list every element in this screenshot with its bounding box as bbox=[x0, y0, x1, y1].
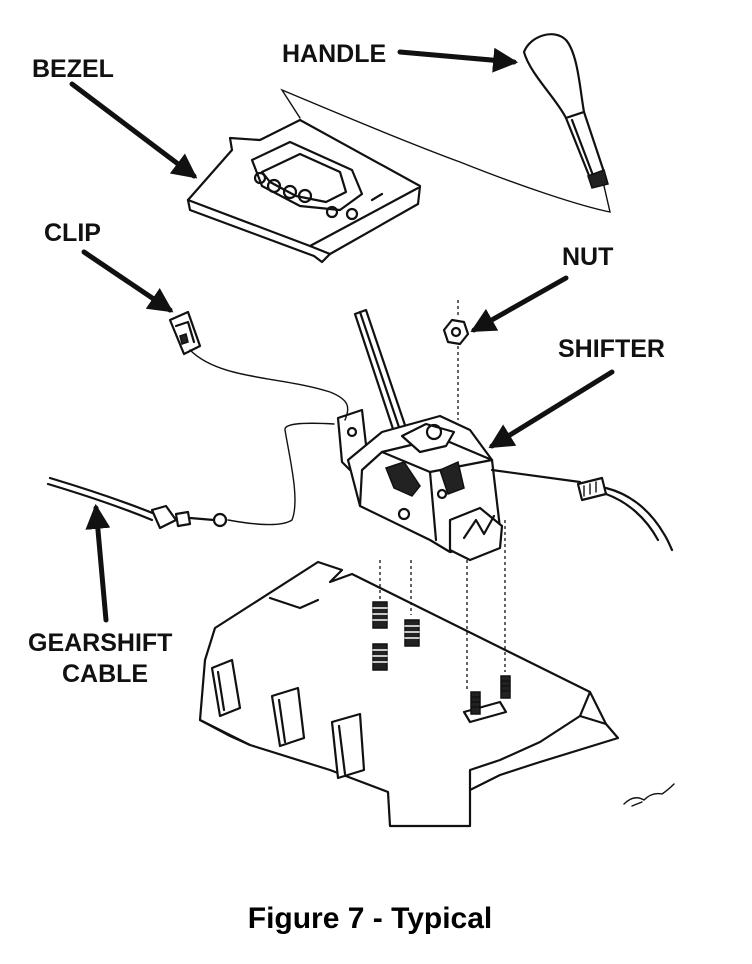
bezel-part bbox=[186, 118, 422, 264]
console-floor bbox=[198, 560, 675, 828]
bezel-label: BEZEL bbox=[32, 55, 114, 83]
handle-part bbox=[280, 33, 611, 213]
gearshift-label-line2: CABLE bbox=[62, 660, 148, 688]
callout-arrows bbox=[69, 47, 615, 623]
handle-label: HANDLE bbox=[282, 40, 386, 68]
clip-part bbox=[168, 310, 349, 421]
gearshift-cable-part bbox=[46, 422, 335, 530]
clip-label: CLIP bbox=[44, 219, 101, 247]
shifter-label: SHIFTER bbox=[558, 335, 665, 363]
nut-label: NUT bbox=[562, 243, 613, 271]
figure-caption: Figure 7 - Typical bbox=[248, 902, 493, 935]
gearshift-label-line1: GEARSHIFT bbox=[28, 629, 172, 657]
nut-part bbox=[442, 300, 470, 420]
shifter-assembly bbox=[336, 308, 674, 562]
